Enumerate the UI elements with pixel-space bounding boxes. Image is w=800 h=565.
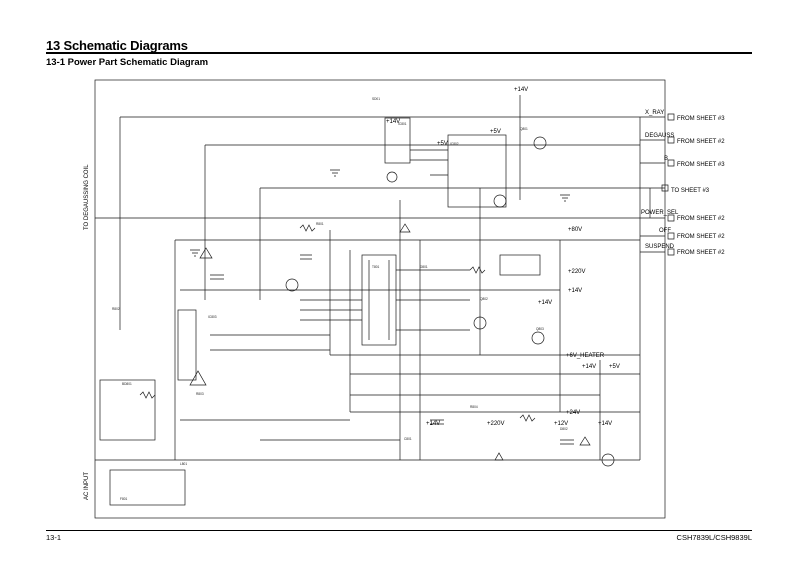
model-number: CSH7839L/CSH9839L [676, 533, 752, 542]
svg-text:Q801: Q801 [520, 127, 528, 131]
connector-signal-x-ray: X_RAY [645, 110, 664, 116]
svg-text:F801: F801 [120, 497, 127, 501]
rail-label: +6V_HEATER [566, 353, 605, 359]
rail-label: +14V [582, 364, 596, 370]
svg-text:T801: T801 [372, 265, 379, 269]
rail-label: +5V [437, 141, 448, 147]
connector-dest-sheet3: TO SHEET #3 [671, 188, 710, 194]
rail-label: +14V [538, 300, 552, 306]
transistor-q6 [601, 453, 615, 467]
svg-text:D801: D801 [420, 265, 428, 269]
svg-text:IC801: IC801 [398, 122, 407, 126]
svg-text:IC802: IC802 [450, 142, 459, 146]
connector-signal-power-sel: POWER_SEL [641, 210, 679, 216]
pwm-ic [177, 309, 197, 381]
transistor-q3 [285, 278, 299, 292]
page-number: 13-1 [46, 533, 62, 542]
rail-label: +5V [609, 364, 620, 370]
rail-label: +14V [514, 87, 528, 93]
subsection-title: 13-1 Power Part Schematic Diagram [46, 57, 209, 68]
transistor-q5 [531, 331, 545, 345]
control-ic [447, 134, 507, 208]
connector-dest-x-ray: FROM SHEET #3 [677, 116, 725, 122]
connector-dest-power-sel: FROM SHEET #2 [677, 216, 725, 222]
rail-label: +220V [487, 421, 505, 427]
title-rule [46, 52, 752, 54]
svg-text:C801: C801 [404, 437, 412, 441]
svg-text:R802: R802 [112, 307, 120, 311]
svg-text:BD801: BD801 [122, 382, 132, 386]
transistor-q7 [386, 171, 398, 183]
svg-text:R803: R803 [196, 392, 204, 396]
degaussing-coil-label: TO DEGAUSSING COIL [84, 164, 90, 230]
rail-label: +14V [598, 421, 612, 427]
svg-text:R801: R801 [316, 222, 324, 226]
transistor-q4 [473, 316, 487, 330]
rail-label: +5V [490, 129, 501, 135]
footer-rule [46, 530, 752, 531]
rail-label: +14V [426, 421, 440, 427]
svg-text:IC803: IC803 [208, 315, 217, 319]
regulator-block [384, 117, 411, 164]
ac-input-label: AC INPUT [84, 472, 90, 500]
svg-text:Q802: Q802 [480, 297, 488, 301]
svg-text:L801: L801 [180, 462, 187, 466]
connector-dest-suspend: FROM SHEET #2 [677, 250, 725, 256]
svg-text:D802: D802 [560, 427, 568, 431]
connector-dest-degauss: FROM SHEET #2 [677, 139, 725, 145]
connector-signal-off: OFF [659, 228, 671, 234]
svg-text:SD01: SD01 [372, 97, 380, 101]
connector-dest-off: FROM SHEET #2 [677, 234, 725, 240]
bridge-rectifier [99, 379, 156, 441]
transistor-q2 [493, 194, 507, 208]
rail-label: +14V [386, 119, 400, 125]
section-title: 13 Schematic Diagrams [46, 38, 188, 53]
transistor-q1 [533, 136, 547, 150]
ac-filter [109, 469, 186, 506]
connector-signal-b: B [664, 156, 668, 162]
connector-signal-suspend: SUSPEND [645, 244, 675, 250]
secondary-block [499, 254, 541, 276]
rail-label: +24V [566, 410, 580, 416]
schematic-frame [94, 79, 666, 519]
rail-label: +80V [568, 227, 582, 233]
rail-label: +220V [568, 269, 586, 275]
rail-label: +14V [568, 288, 582, 294]
svg-text:Q803: Q803 [536, 327, 544, 331]
svg-text:R804: R804 [470, 405, 478, 409]
connector-dest-b: FROM SHEET #3 [677, 162, 725, 168]
rail-label: +12V [554, 421, 568, 427]
connector-signal-degauss: DEGAUSS [645, 133, 674, 139]
